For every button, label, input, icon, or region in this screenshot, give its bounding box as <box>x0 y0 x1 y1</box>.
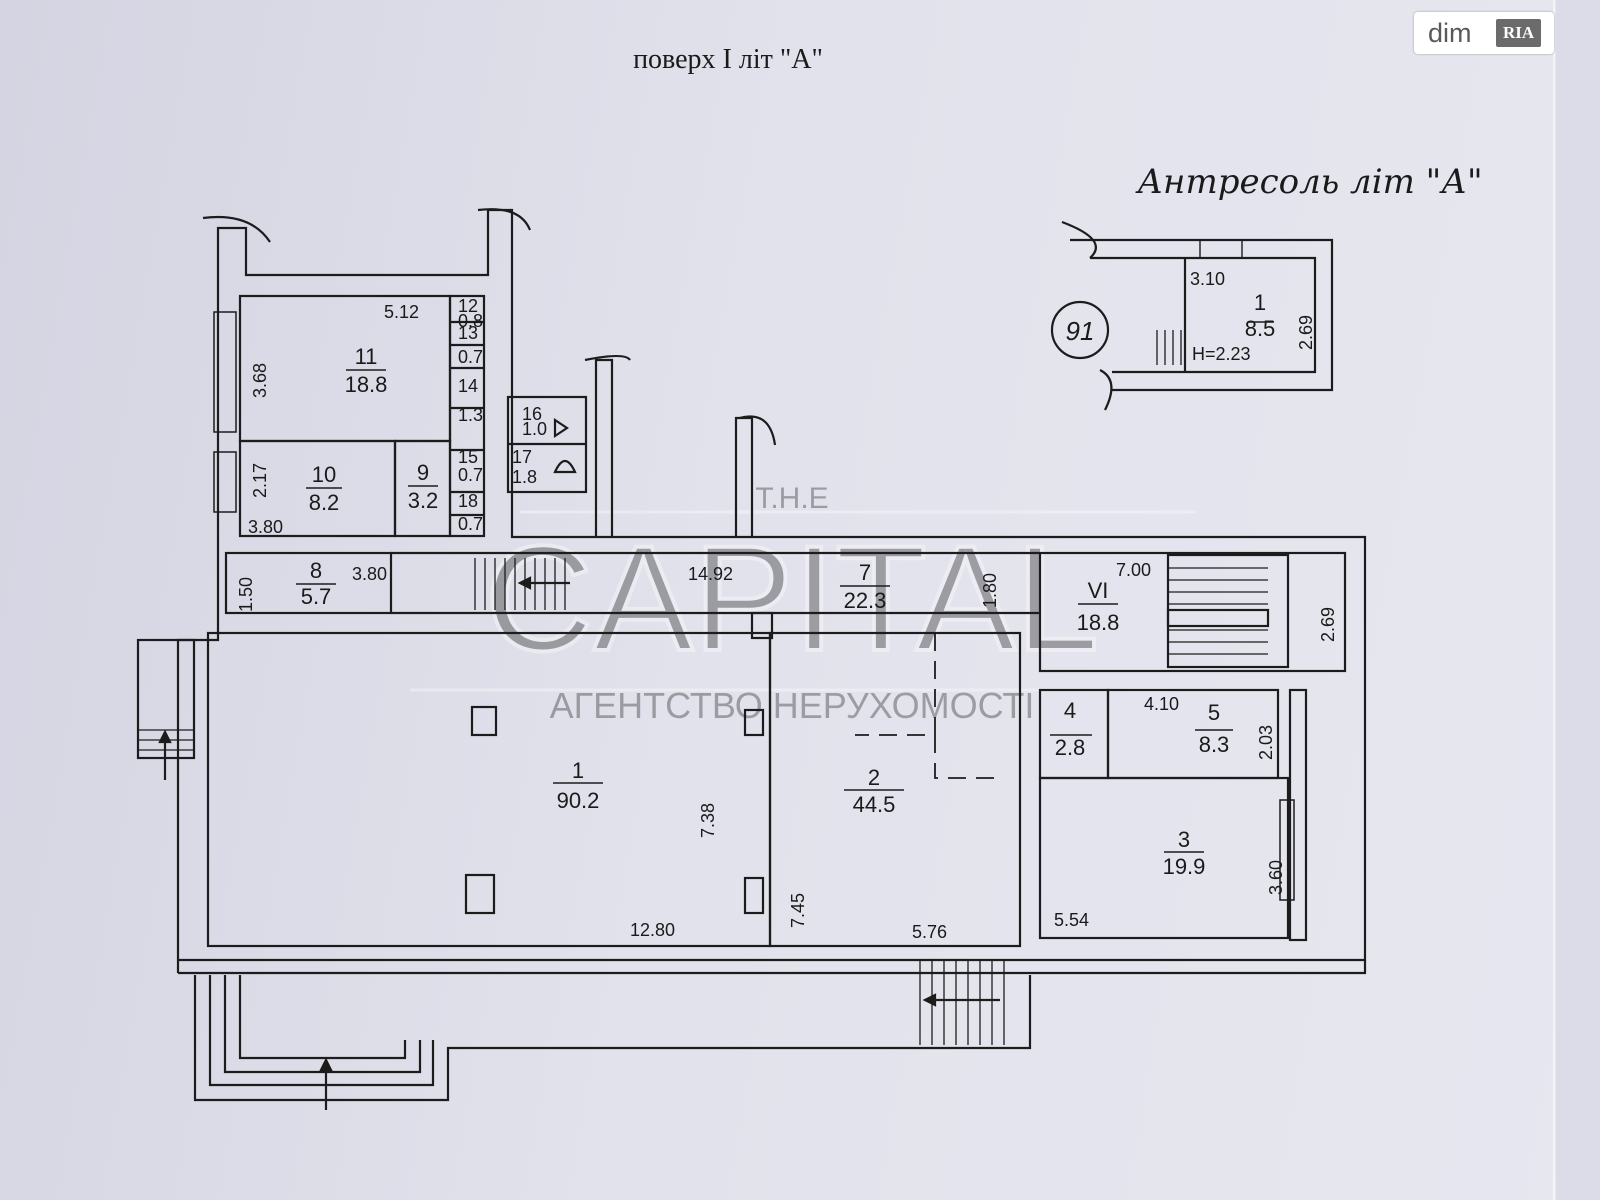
room-14-area: 1.3 <box>458 405 483 425</box>
mezzanine-room-number: 1 <box>1254 290 1266 315</box>
dim-label: 7.45 <box>788 893 808 928</box>
room-labels: 1 90.2 2 44.5 3 19.9 4 2.8 5 8.3 VI 18.8… <box>301 290 1276 879</box>
room-15-number: 15 <box>458 447 478 467</box>
room-10-number: 10 <box>312 462 336 487</box>
watermark-main: CAPITAL <box>485 514 1099 682</box>
page-edge <box>1556 0 1600 1200</box>
dimension-labels: 5.12 3.68 2.17 3.80 1.50 3.80 14.92 1.80… <box>236 269 1338 942</box>
room-6-number: VI <box>1088 578 1109 603</box>
room-11-area: 18.8 <box>345 372 388 397</box>
dim-ria-badge[interactable]: dim RIA <box>1414 12 1554 54</box>
room-16-number: 16 <box>522 404 542 424</box>
dim-label: 2.17 <box>250 463 270 498</box>
dim-label: 4.10 <box>1144 694 1179 714</box>
room-3-number: 3 <box>1178 827 1190 852</box>
dim-label: 1.80 <box>980 573 1000 608</box>
room-7-number: 7 <box>859 560 871 585</box>
room-16-area: 1.0 <box>522 419 547 439</box>
room-17-area: 1.8 <box>512 467 537 487</box>
page-margin-line <box>1553 0 1555 1200</box>
dim-label: 12.80 <box>630 920 675 940</box>
room-17-number: 17 <box>512 447 532 467</box>
dim-label: 3.80 <box>248 517 283 537</box>
room-14-number: 14 <box>458 376 478 396</box>
dim-label: 3.60 <box>1266 860 1286 895</box>
room-1-area: 90.2 <box>557 788 600 813</box>
dim-label: 14.92 <box>688 564 733 584</box>
watermark-sub: АГЕНТСТВО НЕРУХОМОСТІ <box>550 685 1035 726</box>
room-8-area: 5.7 <box>301 584 332 609</box>
room-7-area: 22.3 <box>844 588 887 613</box>
watermark-top: T.H.E <box>755 482 828 515</box>
badge-dim-text: dim <box>1428 17 1472 48</box>
room-13-area: 0.7 <box>458 347 483 367</box>
walls <box>136 208 1367 1110</box>
room-18-area: 0.7 <box>458 514 483 534</box>
dim-label: 1.50 <box>236 577 256 612</box>
room-5-area: 8.3 <box>1199 732 1230 757</box>
circle-label: 91 <box>1066 316 1095 346</box>
room-18-number: 18 <box>458 491 478 511</box>
mezzanine-title: Антресоль літ "А" <box>1135 162 1482 202</box>
badge-ria-logo: RIA <box>1496 19 1542 47</box>
dim-label: 5.12 <box>384 302 419 322</box>
dim-label: 7.00 <box>1116 560 1151 580</box>
room-3-area: 19.9 <box>1163 854 1206 879</box>
room-9-number: 9 <box>417 460 429 485</box>
room-12-area: 0.8 <box>458 311 483 331</box>
dim-label: 7.38 <box>698 803 718 838</box>
page-title: поверх I літ "А" <box>633 44 823 75</box>
room-1-number: 1 <box>572 758 584 783</box>
watermark: T.H.E CAPITAL АГЕНТСТВО НЕРУХОМОСТІ <box>410 482 1195 726</box>
room-9-area: 3.2 <box>408 488 439 513</box>
room-8-number: 8 <box>310 558 322 583</box>
room-12-number: 12 <box>458 296 478 316</box>
room-10-area: 8.2 <box>309 490 340 515</box>
room-13-number: 13 <box>458 323 478 343</box>
dim-label: 2.03 <box>1256 725 1276 760</box>
mezzanine-room-area: 8.5 <box>1245 316 1276 341</box>
room-4-area: 2.8 <box>1055 735 1086 760</box>
dim-label: 3.80 <box>352 564 387 584</box>
dim-label: 3.68 <box>250 363 270 398</box>
room-6-area: 18.8 <box>1077 610 1120 635</box>
dim-label: H=2.23 <box>1192 344 1251 364</box>
room-5-number: 5 <box>1208 700 1220 725</box>
room-2-area: 44.5 <box>853 792 896 817</box>
room-2-number: 2 <box>868 765 880 790</box>
dim-label: 2.69 <box>1296 315 1316 350</box>
room-4-number: 4 <box>1064 698 1076 723</box>
dim-label: 3.10 <box>1190 269 1225 289</box>
room-15-area: 0.7 <box>458 465 483 485</box>
dim-label: 5.76 <box>912 922 947 942</box>
room-11-number: 11 <box>355 344 378 369</box>
dim-label: 2.69 <box>1318 607 1338 642</box>
dim-label: 5.54 <box>1054 910 1089 930</box>
